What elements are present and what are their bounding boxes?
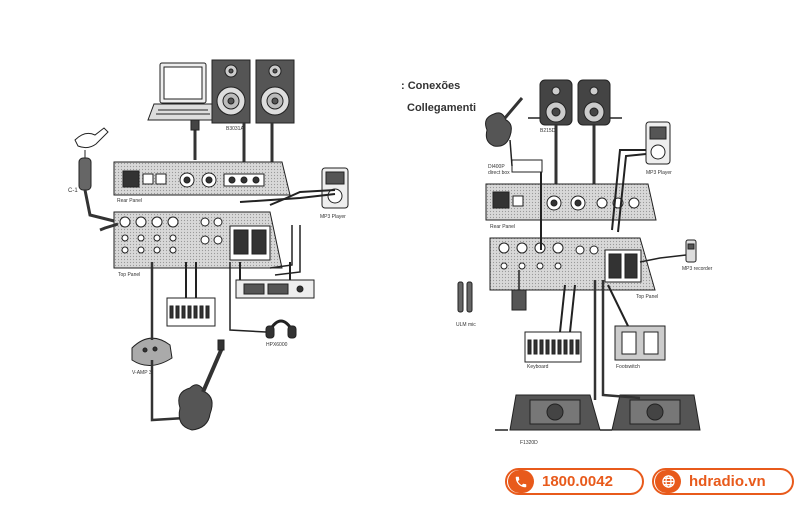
label-recorder: MP3 recorder	[682, 266, 713, 272]
label-di-box-2: direct box	[488, 170, 510, 176]
vamp-pedal-icon	[131, 337, 173, 366]
mp3-player-icon	[321, 167, 349, 209]
phone-icon	[508, 470, 534, 493]
acoustic-guitar-icon	[485, 97, 524, 147]
keyboard-icon	[166, 297, 216, 327]
active-speaker-right-icon	[577, 79, 611, 126]
label-top-panel: Top Panel	[118, 272, 140, 278]
label-speakers: B215D	[540, 128, 556, 134]
floor-monitor-right-icon	[611, 394, 701, 431]
left-diagram: B3031A Rear Panel Top Panel MP3 Player C…	[68, 59, 349, 431]
globe-icon	[655, 470, 681, 493]
website-pill[interactable]: hdradio.vn	[652, 468, 794, 495]
hand-icon	[74, 127, 109, 149]
studio-monitor-left-icon	[211, 59, 251, 124]
label-monitors: B3031A	[226, 126, 244, 132]
electric-guitar-icon	[178, 339, 225, 431]
phone-pill[interactable]: 1800.0042	[505, 468, 644, 495]
label-headphones: HPX6000	[266, 342, 288, 348]
label-di-box-1: DI400P	[488, 164, 505, 170]
label-floor-monitors: F1320D	[520, 440, 538, 446]
right-rear-panel	[485, 183, 657, 221]
footswitch-icon	[614, 325, 666, 361]
right-top-panel-mixer	[489, 237, 656, 291]
label-mic: C-1	[68, 188, 78, 194]
right-diagram: B215D DI400P direct box Rear Panel MP3 P…	[456, 79, 713, 446]
studio-monitor-right-icon	[255, 59, 295, 124]
condenser-mic-icon	[78, 150, 119, 224]
label-right-rear-panel: Rear Panel	[490, 224, 515, 230]
label-right-top-panel: Top Panel	[636, 294, 658, 300]
right-keyboard-icon	[524, 331, 582, 363]
left-top-panel-mixer	[113, 211, 283, 269]
right-mp3-player-icon	[645, 121, 671, 165]
left-rear-panel	[113, 161, 291, 196]
caption-conexoes: : Conexões	[401, 80, 461, 92]
website-url: hdradio.vn	[689, 473, 766, 490]
label-right-mp3: MP3 Player	[646, 170, 672, 176]
headphones-icon	[265, 319, 297, 339]
di-box-icon	[511, 159, 543, 173]
mp3-recorder-icon	[685, 239, 697, 263]
label-mp3-player: MP3 Player	[320, 214, 346, 220]
label-keyboard: Keyboard	[527, 364, 549, 370]
floor-monitor-left-icon	[509, 394, 601, 431]
caption-collegamenti: Collegamenti	[407, 102, 477, 114]
label-ulm-mic: ULM mic	[456, 322, 476, 328]
label-rear-panel: Rear Panel	[117, 198, 142, 204]
effects-rack-icon	[235, 279, 315, 299]
label-vamp: V-AMP 3	[132, 370, 152, 376]
phone-number: 1800.0042	[542, 473, 613, 490]
active-speaker-left-icon	[539, 79, 573, 126]
label-footswitch: Footswitch	[616, 364, 640, 370]
wireless-mic-icon	[457, 281, 527, 313]
laptop-icon	[147, 62, 219, 121]
